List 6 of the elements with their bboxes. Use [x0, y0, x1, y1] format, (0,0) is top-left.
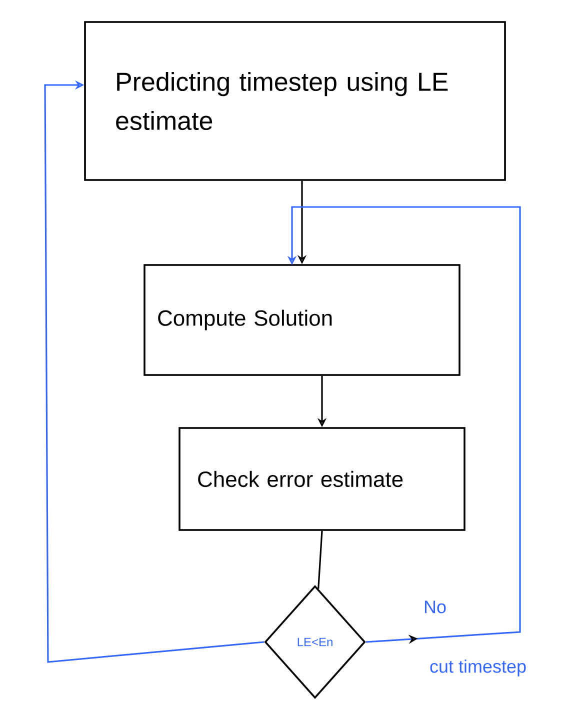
arrow	[44, 80, 264, 663]
process-box: Predicting timestep using LE estimate	[84, 21, 506, 181]
process-box: Compute Solution	[144, 264, 460, 376]
note-text: cut timestep	[430, 660, 526, 676]
process-box: Check error estimate	[178, 427, 466, 531]
edge-label: No	[422, 600, 448, 614]
